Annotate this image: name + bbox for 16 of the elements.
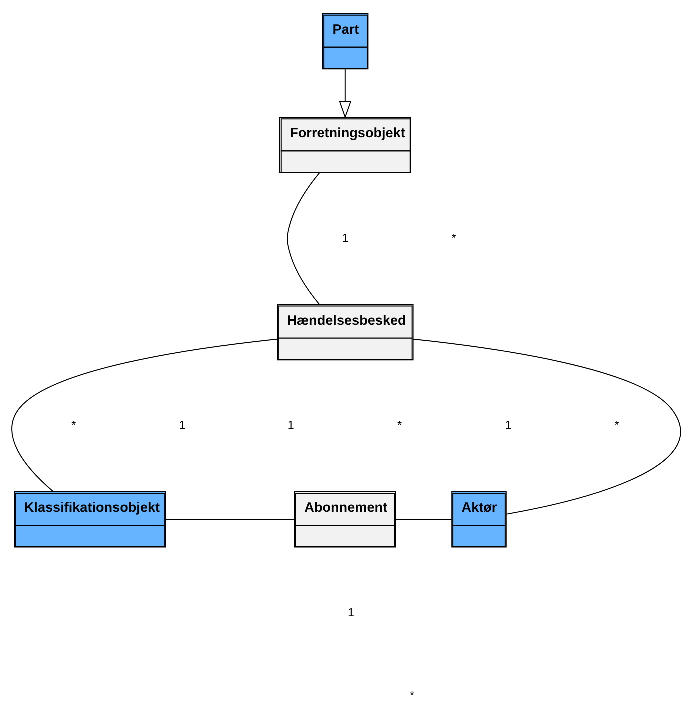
label: 1 (348, 606, 354, 619)
label: 1 (179, 418, 186, 432)
label: 1 (505, 418, 512, 432)
label: * (397, 418, 402, 432)
connector (12, 338, 278, 492)
connector (166, 518, 296, 520)
label: * (452, 231, 456, 244)
arrow (339, 68, 352, 118)
label: * (72, 418, 76, 432)
label: 1 (288, 418, 294, 432)
label: 1 (342, 231, 349, 244)
label: * (614, 418, 620, 432)
connector (287, 172, 320, 305)
connector (395, 518, 452, 520)
label: * (410, 689, 415, 702)
connector (413, 338, 681, 514)
